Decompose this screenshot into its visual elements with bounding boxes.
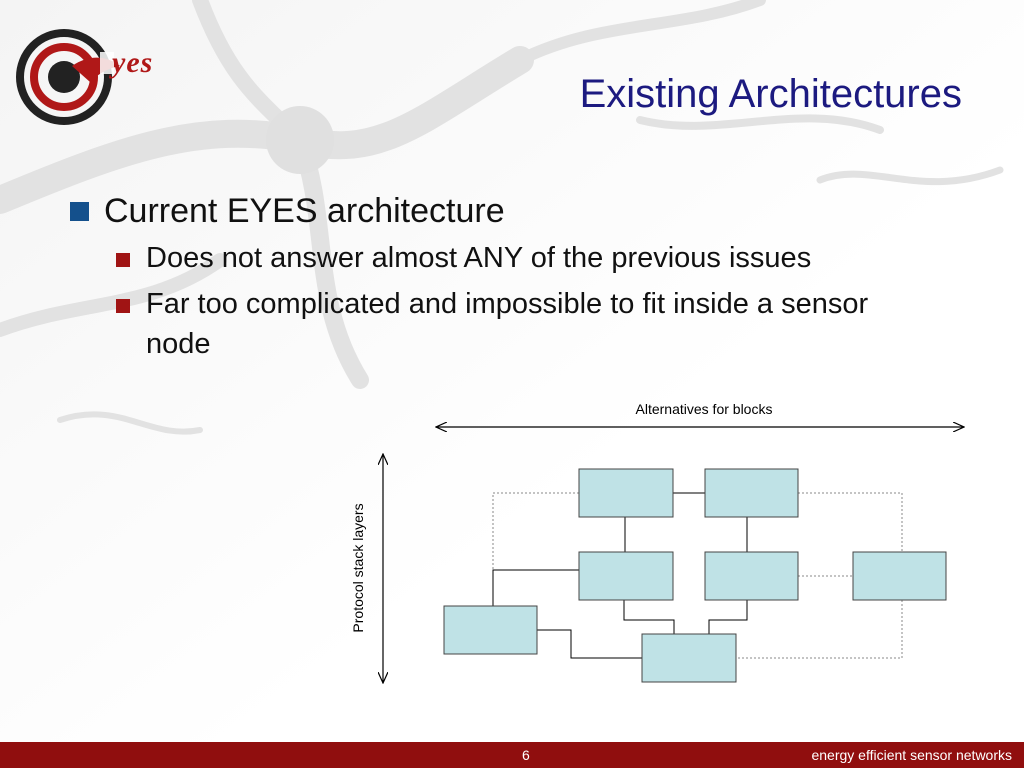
- eyes-logo: [16, 29, 120, 125]
- bullet-list: Current EYES architecture Does not answe…: [70, 190, 970, 364]
- vertical-axis-label: Protocol stack layers: [350, 503, 366, 632]
- footer-bar: 6 energy efficient sensor networks: [0, 742, 1024, 768]
- diagram-block: [578, 468, 674, 518]
- bullet-text: Current EYES architecture: [104, 192, 505, 230]
- page-number: 6: [522, 747, 530, 763]
- sub-bullet: Does not answer almost ANY of the previo…: [116, 238, 906, 278]
- slide-title: Existing Architectures: [579, 72, 962, 116]
- diagram-block: [852, 551, 947, 601]
- bullet-square-icon: [70, 202, 89, 221]
- sub-bullet-text: Does not answer almost ANY of the previo…: [146, 242, 812, 274]
- logo-text: yes: [112, 46, 154, 79]
- diagram-block: [704, 468, 799, 518]
- sub-bullet-square-icon: [116, 253, 130, 267]
- diagram-block: [704, 551, 799, 601]
- bullet-level1: Current EYES architecture: [70, 190, 970, 232]
- footer-text: energy efficient sensor networks: [811, 747, 1012, 763]
- diagram-block: [443, 605, 538, 655]
- solid-connectors: [492, 492, 748, 659]
- horizontal-axis-label: Alternatives for blocks: [636, 401, 773, 417]
- diagram-block: [641, 633, 737, 683]
- sub-bullet-text: Far too complicated and impossible to fi…: [146, 288, 869, 360]
- sub-bullet: Far too complicated and impossible to fi…: [116, 284, 906, 364]
- sub-bullet-square-icon: [116, 299, 130, 313]
- diagram-block: [578, 551, 674, 601]
- dotted-connectors: [492, 492, 903, 659]
